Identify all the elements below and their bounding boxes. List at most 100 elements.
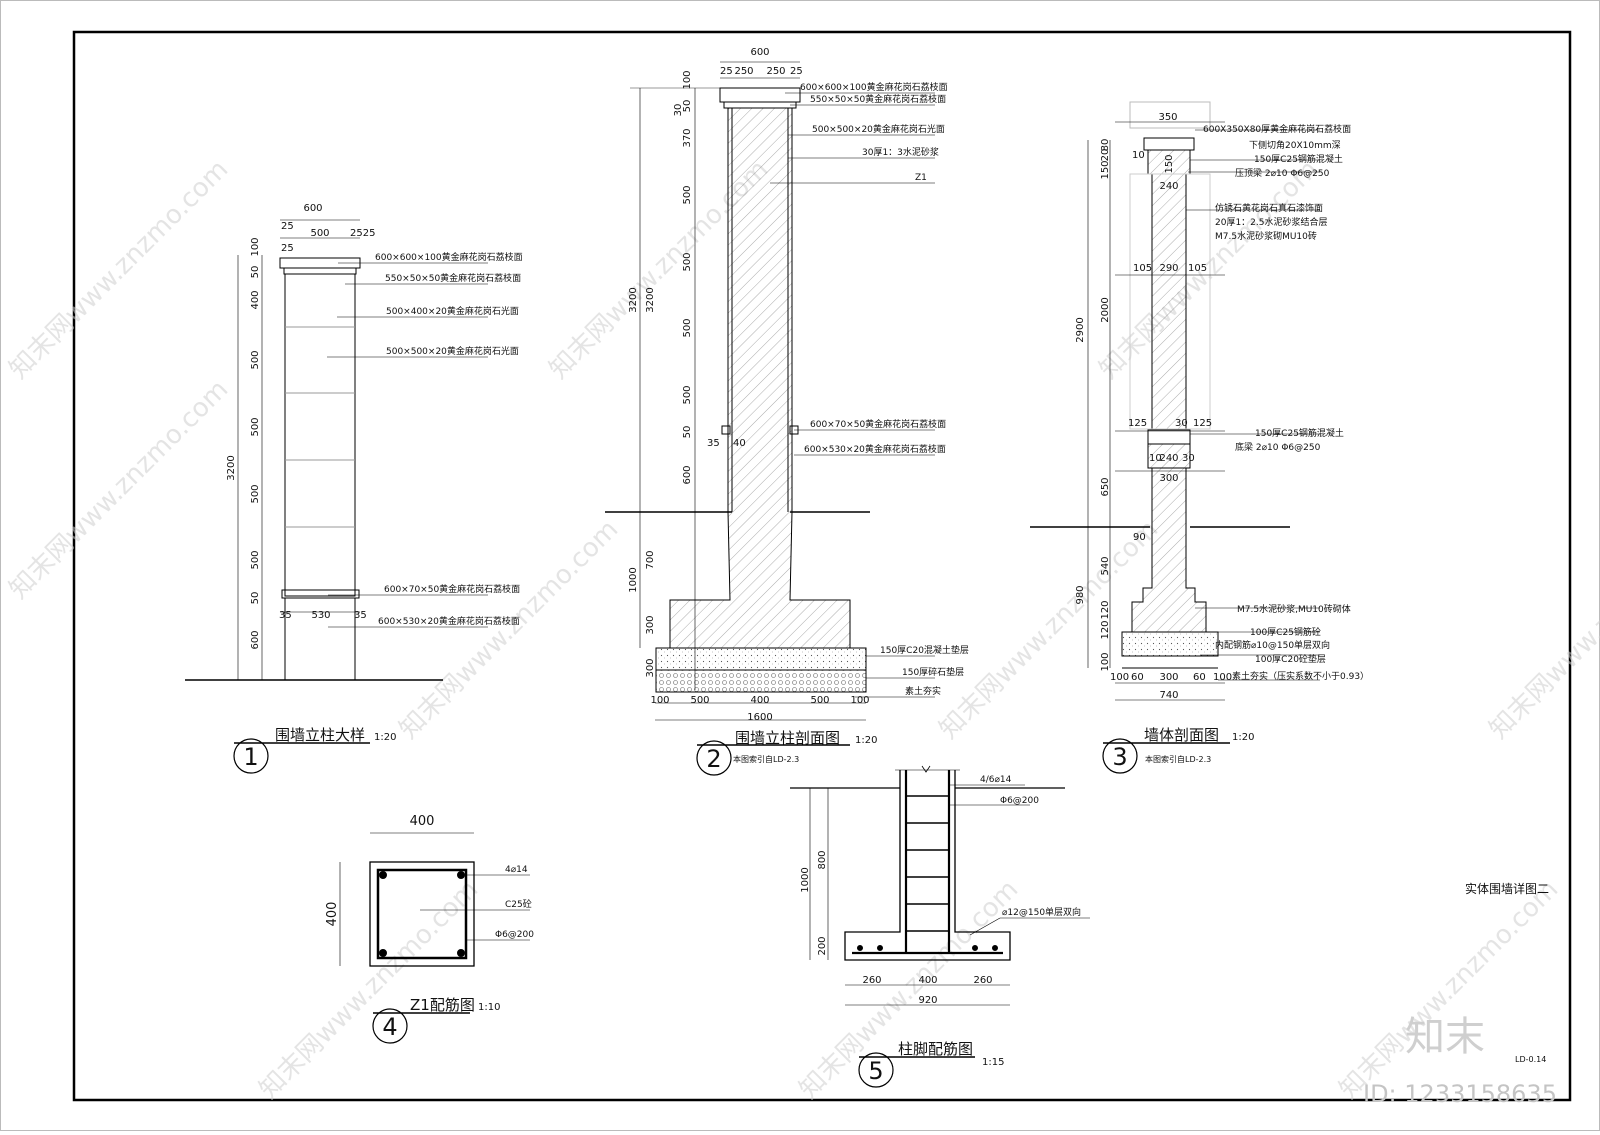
d1-number: 1 [243,743,258,771]
d2-note-10: 素土夯实 [905,685,941,697]
d3-note-6: 20厚1：2.5水泥砂浆结合层 [1215,216,1328,228]
d3-dim-350: 350 [1158,112,1177,123]
d5-note-1: 4/6⌀14 [980,775,1012,785]
d1-dim-3200: 3200 [226,455,237,480]
d3-dim-b300: 300 [1159,672,1178,683]
d3-note-1: 600X350X80厚黄金麻花岗石荔枝面 [1203,123,1351,135]
d1-note-4: 500×500×20黄金麻花岗石光面 [386,345,519,357]
d2-dim-b400: 400 [750,695,769,706]
d3-dim-105a: 105 [1133,263,1152,274]
d2-note-1: 600×600×100黄金麻花岗石荔枝面 [800,81,948,93]
d2-dim-3200-inner: 3200 [645,287,656,312]
watermark-6: 知末网www.znzmo.com [934,514,1165,745]
detail-1-text: 600 25 500 2525 25 3200 100 50 400 500 5… [226,203,523,771]
d3-dim-b100b: 100 [1213,672,1232,683]
d1-dim-500b: 500 [250,417,261,436]
d1-dim-100: 100 [250,237,261,256]
d4-note-1: 4⌀14 [505,865,528,875]
d2-dim-1000: 1000 [628,567,639,592]
d5-scale: 1:15 [982,1057,1004,1068]
d2-dim-600: 600 [750,47,769,58]
d2-dim-b100a: 100 [650,695,669,706]
d2-dim-500b: 500 [682,252,693,271]
d1-dim-500: 500 [310,228,329,239]
d1-dim-600: 600 [250,630,261,649]
watermark-8: 知末网www.znzmo.com [254,874,485,1105]
d4-number: 4 [382,1013,397,1041]
d3-dim-20: 20 [1100,149,1111,162]
d3-dim-740: 740 [1159,690,1178,701]
d3-dim-290: 290 [1159,263,1178,274]
d2-number: 2 [706,745,721,773]
d3-dim-240b: 240 [1159,453,1178,464]
image-id: ID: 1233158635 [1363,1080,1557,1108]
d2-note-6: 600×70×50黄金麻花岗石荔枝面 [810,418,946,430]
detail-1-column-elevation [185,219,488,774]
d5-title: 柱脚配筋图 [898,1040,973,1058]
d3-dim-650: 650 [1100,477,1111,496]
watermark-1: 知末网www.znzmo.com [4,154,235,385]
d3-dim-b100a: 100 [1110,672,1129,683]
watermark-7: 知末网www.znzmo.com [1484,514,1600,745]
d1-dim-2525: 2525 [350,228,375,239]
d2-note-3: 500×500×20黄金麻花岗石光面 [812,123,945,135]
d2-dim-30: 30 [673,104,684,117]
d2-dim-500a: 500 [682,185,693,204]
d3-dim-125b: 125 [1193,418,1212,429]
sheet-title: 实体围墙详图二 [1465,881,1549,896]
d2-note-7: 600×530×20黄金麻花岗石荔枝面 [804,443,946,455]
d2-note-5: Z1 [915,173,927,183]
d3-note-9: 底梁 2⌀10 Φ6@250 [1235,441,1321,453]
d3-title: 墙体剖面图 [1144,726,1219,744]
d2-dim-500d: 500 [682,385,693,404]
d3-dim-120b: 120 [1100,620,1111,639]
d2-note-8: 150厚C20混凝土垫层 [880,644,969,656]
d5-dim-260b: 260 [973,975,992,986]
detail-2-column-section [605,61,935,776]
d2-note-2: 550×50×50黄金麻花岗石荔枝面 [810,93,946,105]
detail-4-text: 400 400 4⌀14 C25砼 Φ6@200 4 Z1配筋图 1:10 [325,814,534,1041]
d1-dim-400: 400 [250,290,261,309]
detail-5-column-foot-rebar [790,765,1090,1088]
detail-3-wall-section [1030,101,1320,774]
d5-note-3: ⌀12@150单层双向 [1002,906,1081,918]
d3-dim-2000: 2000 [1100,297,1111,322]
d3-note-10: M7.5水泥砂浆,MU10砖砌体 [1237,603,1351,615]
watermark-9: 知末网www.znzmo.com [794,874,1025,1105]
d3-dim-300a: 300 [1159,473,1178,484]
watermark-3: 知末网www.znzmo.com [1094,154,1325,385]
d5-dim-1000: 1000 [800,867,811,892]
d1-dim-500a: 500 [250,350,261,369]
d5-number: 5 [868,1057,883,1085]
d3-note-13: 100厚C20砼垫层 [1255,653,1326,665]
d3-dim-2900: 2900 [1075,317,1086,342]
d2-dim-300a: 300 [645,615,656,634]
d1-note-6: 600×530×20黄金麻花岗石荔枝面 [378,615,520,627]
d2-dim-25a: 25 [720,66,733,77]
d3-dim-10: 10 [1132,150,1145,161]
d4-note-3: Φ6@200 [495,930,534,940]
d3-scale: 1:20 [1232,732,1254,743]
d3-dim-w10: 10 [1149,453,1162,464]
d1-dim-530: 530 [311,610,330,621]
d2-dim-500c: 500 [682,318,693,337]
d1-dim-500d: 500 [250,550,261,569]
watermark-4: 知末网www.znzmo.com [4,374,235,605]
d1-title: 围墙立柱大样 [275,726,365,744]
d1-note-1: 600×600×100黄金麻花岗石荔枝面 [375,251,523,263]
d1-scale: 1:20 [374,732,396,743]
d3-ref: 本图索引自LD-2.3 [1145,754,1211,764]
d2-dim-b100b: 100 [850,695,869,706]
d2-title: 围墙立柱剖面图 [735,729,840,747]
d3-note-14: 素土夯实（压实系数不小于0.93） [1232,670,1369,682]
d1-note-5: 600×70×50黄金麻花岗石荔枝面 [384,583,520,595]
detail-4-z1-rebar [339,832,530,1044]
d2-dim-50b: 50 [682,426,693,439]
d5-dim-200: 200 [817,936,828,955]
d1-dim-35a: 35 [279,610,292,621]
drawing-number: LD-0.14 [1515,1055,1546,1064]
d2-dim-700: 700 [645,550,656,569]
